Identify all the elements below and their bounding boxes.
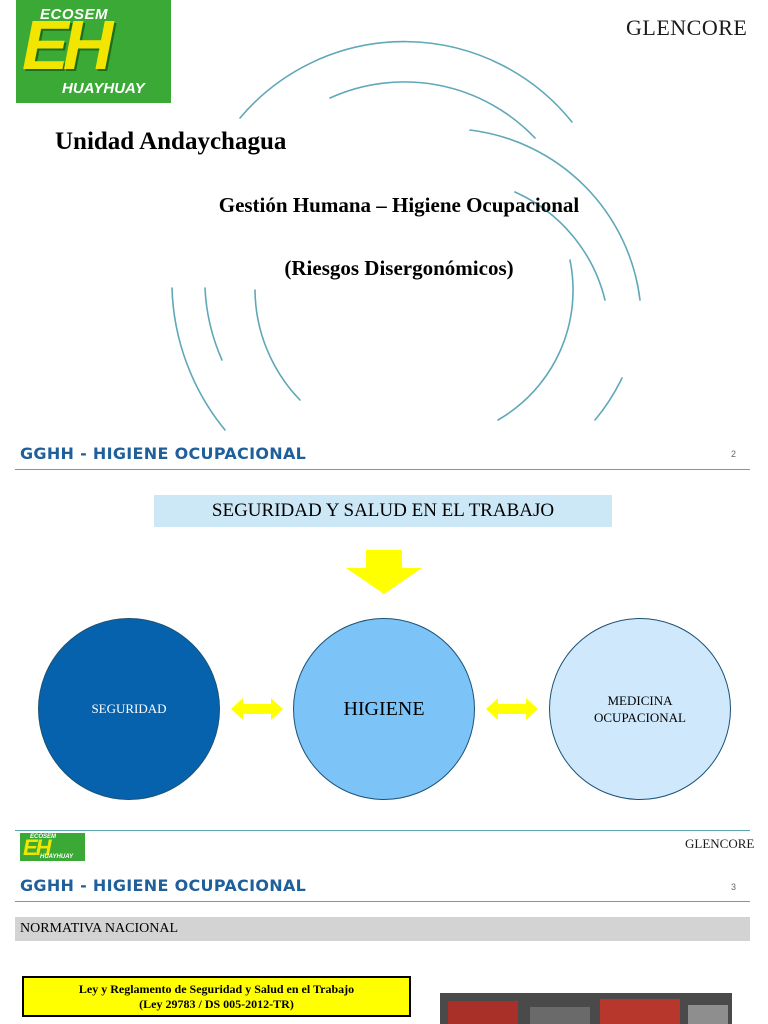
top-divider bbox=[15, 830, 750, 831]
logo-mark: EH bbox=[23, 835, 52, 860]
circle-higiene: HIGIENE bbox=[293, 618, 475, 800]
slide-header-title: GGHH - HIGIENE OCUPACIONAL bbox=[20, 444, 307, 463]
logo-top-text: ECOSEM bbox=[40, 6, 109, 23]
circle-medicina-label-line1: MEDICINA bbox=[607, 693, 673, 708]
page-number: 3 bbox=[731, 882, 737, 892]
header-divider bbox=[15, 901, 750, 902]
section-bar: NORMATIVA NACIONAL bbox=[15, 917, 750, 941]
slide-normativa: ECOSEM EH HUAYHUAY GLENCORE GGHH - HIGIE… bbox=[0, 828, 768, 1024]
logo-top-text: ECOSEM bbox=[30, 834, 57, 840]
subtitle: Gestión Humana – Higiene Ocupacional bbox=[218, 193, 580, 217]
unit-title: Unidad Andaychagua bbox=[55, 128, 287, 155]
law-reference: (Ley 29783 / DS 005-2012-TR) bbox=[139, 997, 294, 1011]
glencore-logo: GLENCORE bbox=[626, 15, 748, 40]
slide-seguridad-salud: GGHH - HIGIENE OCUPACIONAL 2 SEGURIDAD Y… bbox=[0, 432, 768, 828]
double-arrow-icon bbox=[486, 698, 538, 720]
section-title: NORMATIVA NACIONAL bbox=[20, 921, 179, 936]
down-arrow-icon bbox=[346, 550, 422, 594]
slide-header-title: GGHH - HIGIENE OCUPACIONAL bbox=[20, 876, 307, 895]
decorative-arcs bbox=[171, 40, 641, 431]
logo-mark: EH bbox=[22, 6, 113, 84]
circle-medicina-label-line2: OCUPACIONAL bbox=[594, 710, 686, 725]
ecosem-logo-small: ECOSEM EH HUAYHUAY bbox=[20, 833, 85, 861]
circle-higiene-label: HIGIENE bbox=[343, 697, 425, 720]
page-number: 2 bbox=[731, 449, 737, 459]
logo-bottom-text: HUAYHUAY bbox=[40, 854, 74, 860]
double-arrow-icon bbox=[231, 698, 283, 720]
glencore-logo: GLENCORE bbox=[685, 836, 755, 851]
photo-image bbox=[440, 993, 732, 1024]
header-divider bbox=[15, 469, 750, 470]
subtitle-risks: (Riesgos Disergonómicos) bbox=[284, 256, 514, 280]
main-banner: SEGURIDAD Y SALUD EN EL TRABAJO bbox=[154, 495, 612, 527]
law-box: Ley y Reglamento de Seguridad y Salud en… bbox=[22, 976, 411, 1017]
law-title: Ley y Reglamento de Seguridad y Salud en… bbox=[78, 982, 355, 996]
machinery-photo bbox=[440, 993, 732, 1024]
circle-seguridad-label: SEGURIDAD bbox=[91, 701, 167, 716]
circle-seguridad: SEGURIDAD bbox=[38, 618, 220, 800]
ecosem-logo: ECOSEM EH HUAYHUAY bbox=[16, 0, 171, 103]
circle-medicina: MEDICINA OCUPACIONAL bbox=[549, 618, 731, 800]
title-slide: ECOSEM EH HUAYHUAY GLENCORE Unidad Anday… bbox=[0, 0, 768, 432]
logo-bottom-text: HUAYHUAY bbox=[62, 80, 145, 97]
